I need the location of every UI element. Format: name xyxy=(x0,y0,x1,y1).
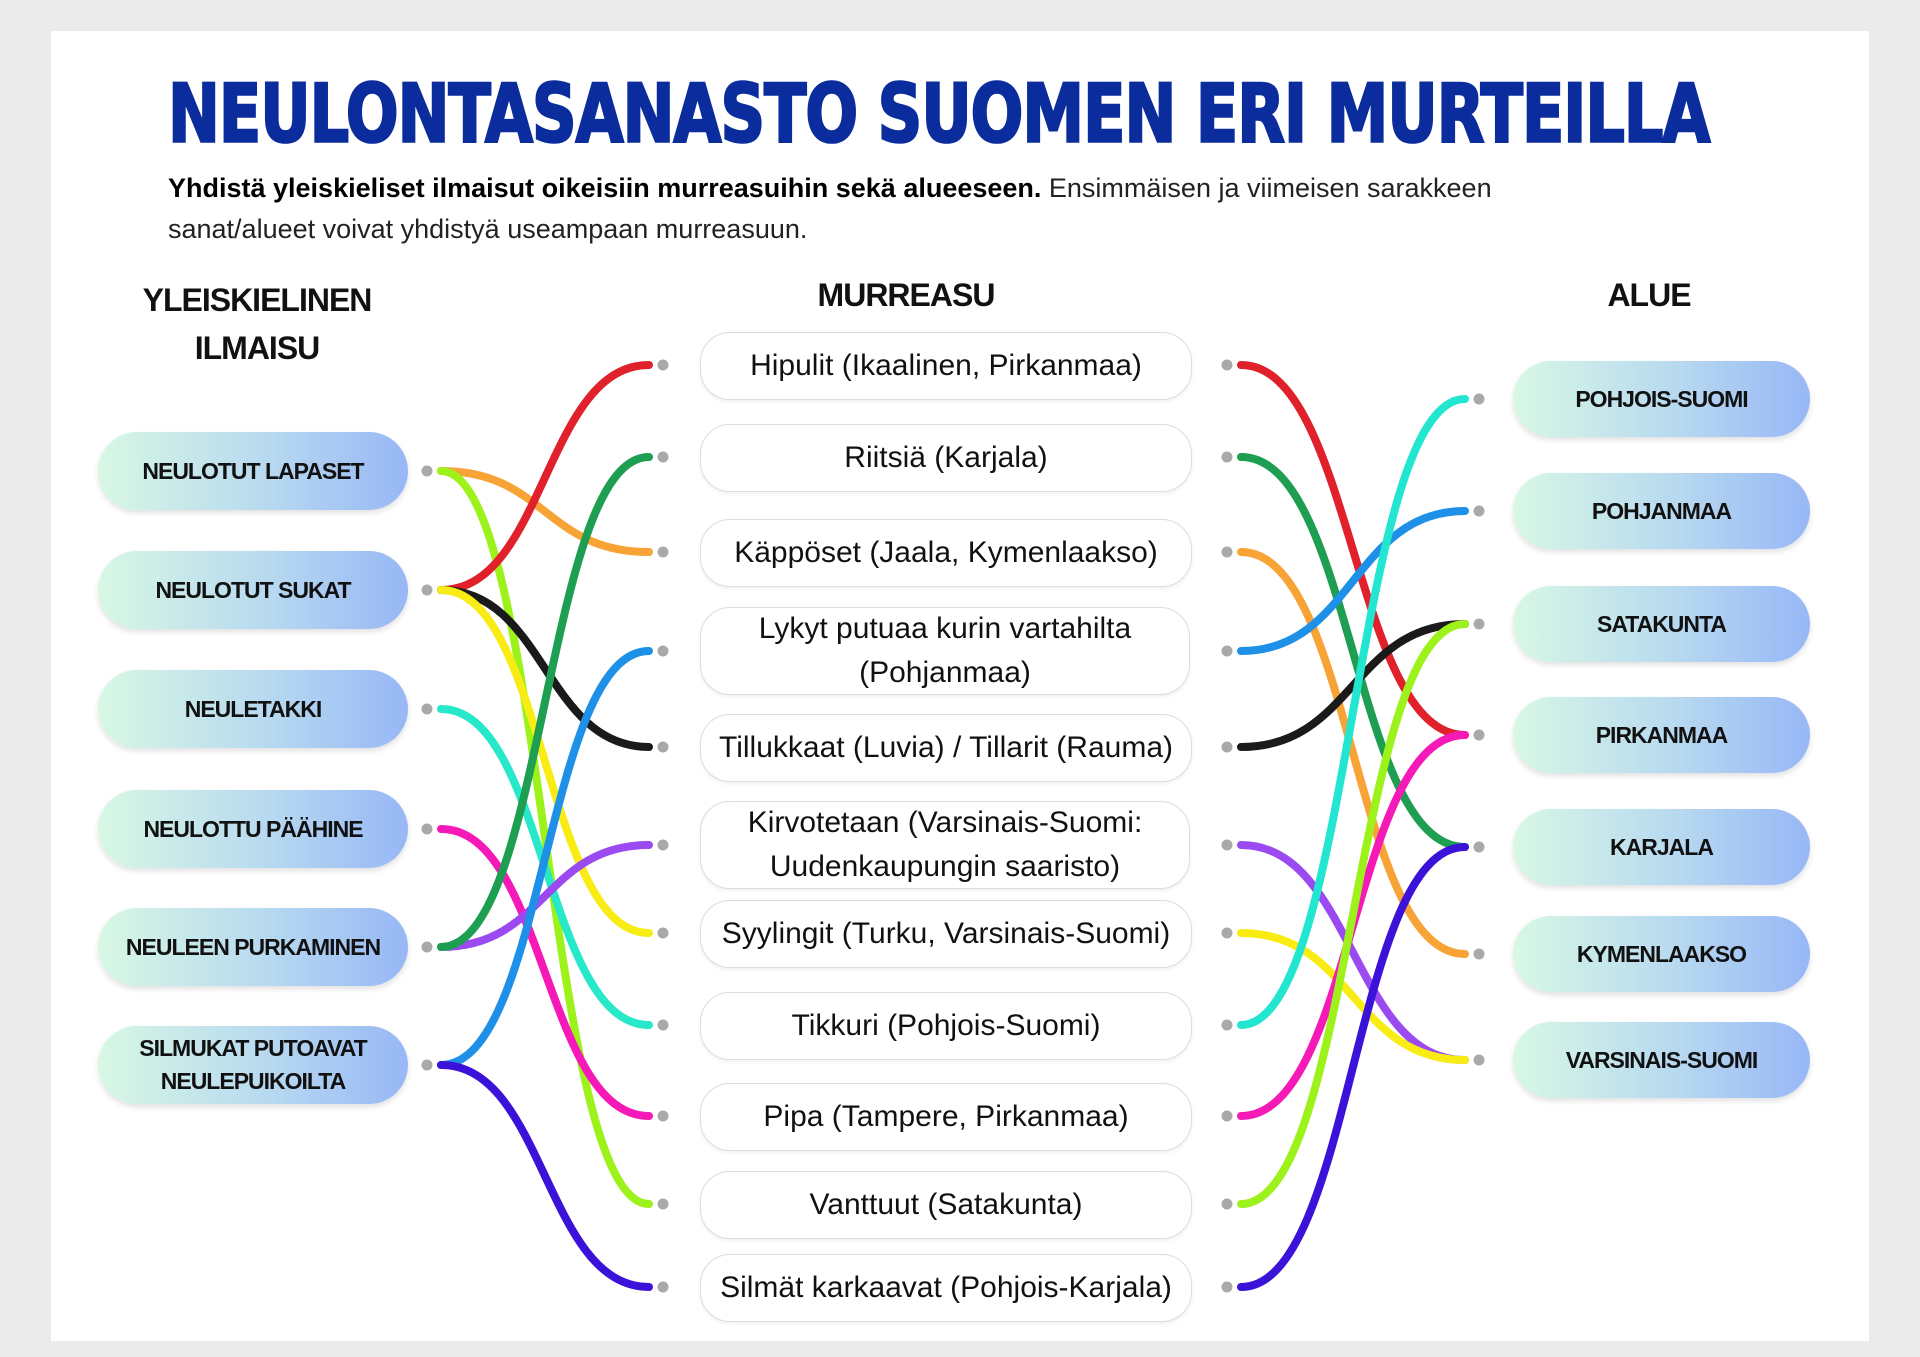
middle-right-connector-dot[interactable] xyxy=(1221,1110,1233,1122)
dialect-item[interactable]: Lykyt putuaa kurin vartahilta (Pohjanmaa… xyxy=(700,607,1190,695)
middle-left-connector-dot[interactable] xyxy=(657,1198,669,1210)
middle-left-connector-dot[interactable] xyxy=(657,451,669,463)
middle-left-connector-dot[interactable] xyxy=(657,927,669,939)
region-item[interactable]: PIRKANMAA xyxy=(1513,697,1810,773)
middle-left-connector-dot[interactable] xyxy=(657,1281,669,1293)
region-item[interactable]: SATAKUNTA xyxy=(1513,586,1810,662)
instructions: Yhdistä yleiskieliset ilmaisut oikeisiin… xyxy=(168,168,1568,250)
header-left: YLEISKIELINEN ILMAISU xyxy=(142,282,373,366)
left-connector-dot[interactable] xyxy=(421,941,433,953)
region-item[interactable]: KYMENLAAKSO xyxy=(1513,916,1810,992)
middle-left-connector-dot[interactable] xyxy=(657,359,669,371)
middle-right-connector-dot[interactable] xyxy=(1221,1019,1233,1031)
middle-left-connector-dot[interactable] xyxy=(657,839,669,851)
middle-right-connector-dot[interactable] xyxy=(1221,451,1233,463)
middle-right-connector-dot[interactable] xyxy=(1221,1281,1233,1293)
middle-right-connector-dot[interactable] xyxy=(1221,927,1233,939)
dialect-item[interactable]: Silmät karkaavat (Pohjois-Karjala) xyxy=(700,1254,1192,1322)
left-item[interactable]: NEULOTUT SUKAT xyxy=(98,551,408,629)
left-item[interactable]: NEULOTTU PÄÄHINE xyxy=(98,790,408,868)
left-item[interactable]: NEULETAKKI xyxy=(98,670,408,748)
dialect-item[interactable]: Hipulit (Ikaalinen, Pirkanmaa) xyxy=(700,332,1192,400)
dialect-item[interactable]: Syylingit (Turku, Varsinais-Suomi) xyxy=(700,900,1192,968)
dialect-item[interactable]: Kirvotetaan (Varsinais-Suomi: Uudenkaupu… xyxy=(700,801,1190,889)
right-connector-dot[interactable] xyxy=(1473,729,1485,741)
right-connector-dot[interactable] xyxy=(1473,948,1485,960)
right-connector-dot[interactable] xyxy=(1473,505,1485,517)
left-connector-dot[interactable] xyxy=(421,823,433,835)
left-item[interactable]: NEULOTUT LAPASET xyxy=(98,432,408,510)
middle-right-connector-dot[interactable] xyxy=(1221,741,1233,753)
right-connector-dot[interactable] xyxy=(1473,1054,1485,1066)
middle-right-connector-dot[interactable] xyxy=(1221,1198,1233,1210)
right-connector-dot[interactable] xyxy=(1473,841,1485,853)
middle-right-connector-dot[interactable] xyxy=(1221,359,1233,371)
middle-right-connector-dot[interactable] xyxy=(1221,839,1233,851)
page-title: NEULONTASANASTO SUOMEN ERI MURTEILLA xyxy=(167,65,1711,162)
dialect-item[interactable]: Tikkuri (Pohjois-Suomi) xyxy=(700,992,1192,1060)
right-connector-dot[interactable] xyxy=(1473,393,1485,405)
left-item[interactable]: SILMUKAT PUTOAVAT NEULEPUIKOILTA xyxy=(98,1026,408,1104)
instructions-bold: Yhdistä yleiskieliset ilmaisut oikeisiin… xyxy=(168,173,1042,203)
left-connector-dot[interactable] xyxy=(421,465,433,477)
middle-left-connector-dot[interactable] xyxy=(657,1019,669,1031)
region-item[interactable]: VARSINAIS-SUOMI xyxy=(1513,1022,1810,1098)
left-connector-dot[interactable] xyxy=(421,584,433,596)
middle-left-connector-dot[interactable] xyxy=(657,546,669,558)
dialect-item[interactable]: Riitsiä (Karjala) xyxy=(700,424,1192,492)
middle-left-connector-dot[interactable] xyxy=(657,645,669,657)
left-connector-dot[interactable] xyxy=(421,1059,433,1071)
region-item[interactable]: POHJOIS-SUOMI xyxy=(1513,361,1810,437)
header-middle: MURREASU xyxy=(817,277,996,313)
left-connector-dot[interactable] xyxy=(421,703,433,715)
region-item[interactable]: POHJANMAA xyxy=(1513,473,1810,549)
dialect-item[interactable]: Pipa (Tampere, Pirkanmaa) xyxy=(700,1083,1192,1151)
dialect-item[interactable]: Käppöset (Jaala, Kymenlaakso) xyxy=(700,519,1192,587)
dialect-item[interactable]: Vanttuut (Satakunta) xyxy=(700,1171,1192,1239)
header-right: ALUE xyxy=(1607,277,1691,313)
middle-right-connector-dot[interactable] xyxy=(1221,546,1233,558)
left-item[interactable]: NEULEEN PURKAMINEN xyxy=(98,908,408,986)
region-item[interactable]: KARJALA xyxy=(1513,809,1810,885)
middle-right-connector-dot[interactable] xyxy=(1221,645,1233,657)
right-connector-dot[interactable] xyxy=(1473,618,1485,630)
middle-left-connector-dot[interactable] xyxy=(657,1110,669,1122)
instructions-normal: Ensimmäisen ja viimeisen sarakkeen sanat… xyxy=(168,173,1492,244)
middle-left-connector-dot[interactable] xyxy=(657,741,669,753)
dialect-item[interactable]: Tillukkaat (Luvia) / Tillarit (Rauma) xyxy=(700,714,1192,782)
